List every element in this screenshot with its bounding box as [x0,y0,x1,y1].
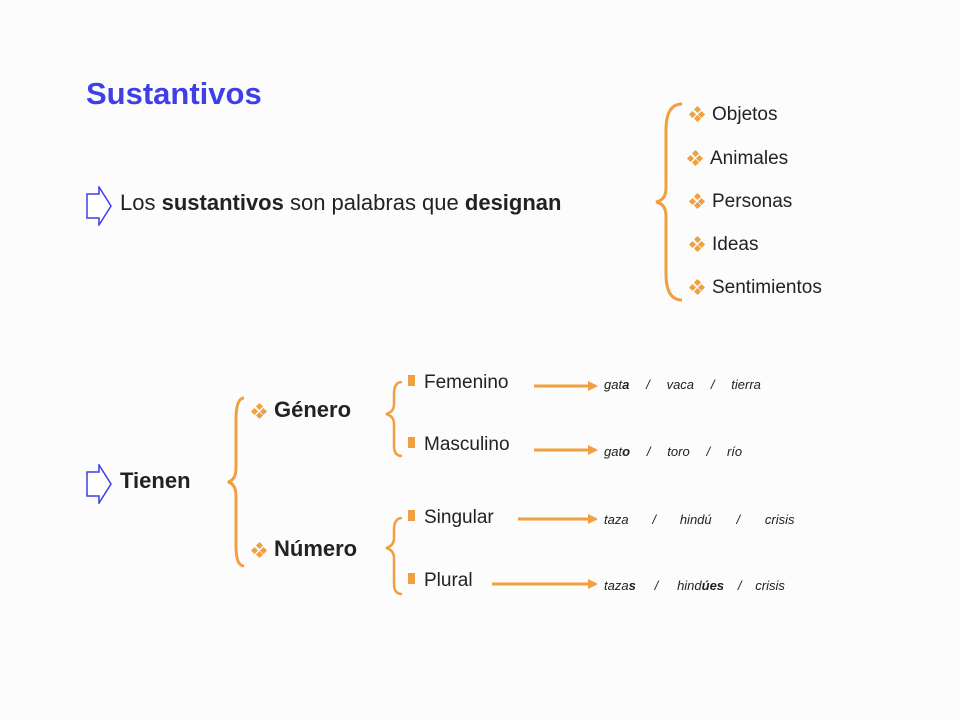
list-item-animales: Animales [686,148,788,170]
page-title: Sustantivos [86,76,262,111]
list-item-personas: Personas [688,191,792,213]
tienen-label: Tienen [120,468,191,493]
examples-singular: taza / hindú / crisis [604,512,795,527]
definition-text-1: Los [120,190,162,215]
sub-item-plural: Plural [408,570,473,592]
diamond-bullet-icon [250,402,268,420]
sub-item-femenino: Femenino [408,372,509,394]
sub-item-masculino: Masculino [408,434,510,456]
diamond-bullet-icon [688,278,706,296]
list-item-ideas: Ideas [688,234,758,256]
diamond-bullet-icon [250,541,268,559]
square-bullet-icon [408,375,415,386]
block-arrow-icon [86,464,112,504]
definition-keyword-sustantivos: sustantivos [161,190,284,215]
square-bullet-icon [408,437,415,448]
examples-femenino: gata / vaca / tierra [604,377,761,392]
diamond-bullet-icon [688,192,706,210]
block-arrow-icon [86,186,112,226]
definition-sentence: Los sustantivos son palabras que designa… [120,190,561,216]
brace-tienen [227,396,245,568]
diamond-bullet-icon [688,105,706,123]
sub-item-singular: Singular [408,507,494,529]
diamond-bullet-icon [688,235,706,253]
diamond-bullet-icon [686,149,704,167]
list-item-sentimientos: Sentimientos [688,277,822,299]
brace-designan [655,102,683,302]
brace-genero [385,380,403,458]
definition-text-2: son palabras que [283,190,465,215]
category-numero: Número [250,536,357,562]
square-bullet-icon [408,510,415,521]
examples-plural: tazas / hindúes / crisis [604,578,785,593]
definition-keyword-designan: designan [464,190,562,215]
square-bullet-icon [408,573,415,584]
brace-numero [385,516,403,596]
examples-masculino: gato / toro / río [604,444,743,459]
category-genero: Género [250,397,351,423]
list-item-objetos: Objetos [688,104,777,126]
